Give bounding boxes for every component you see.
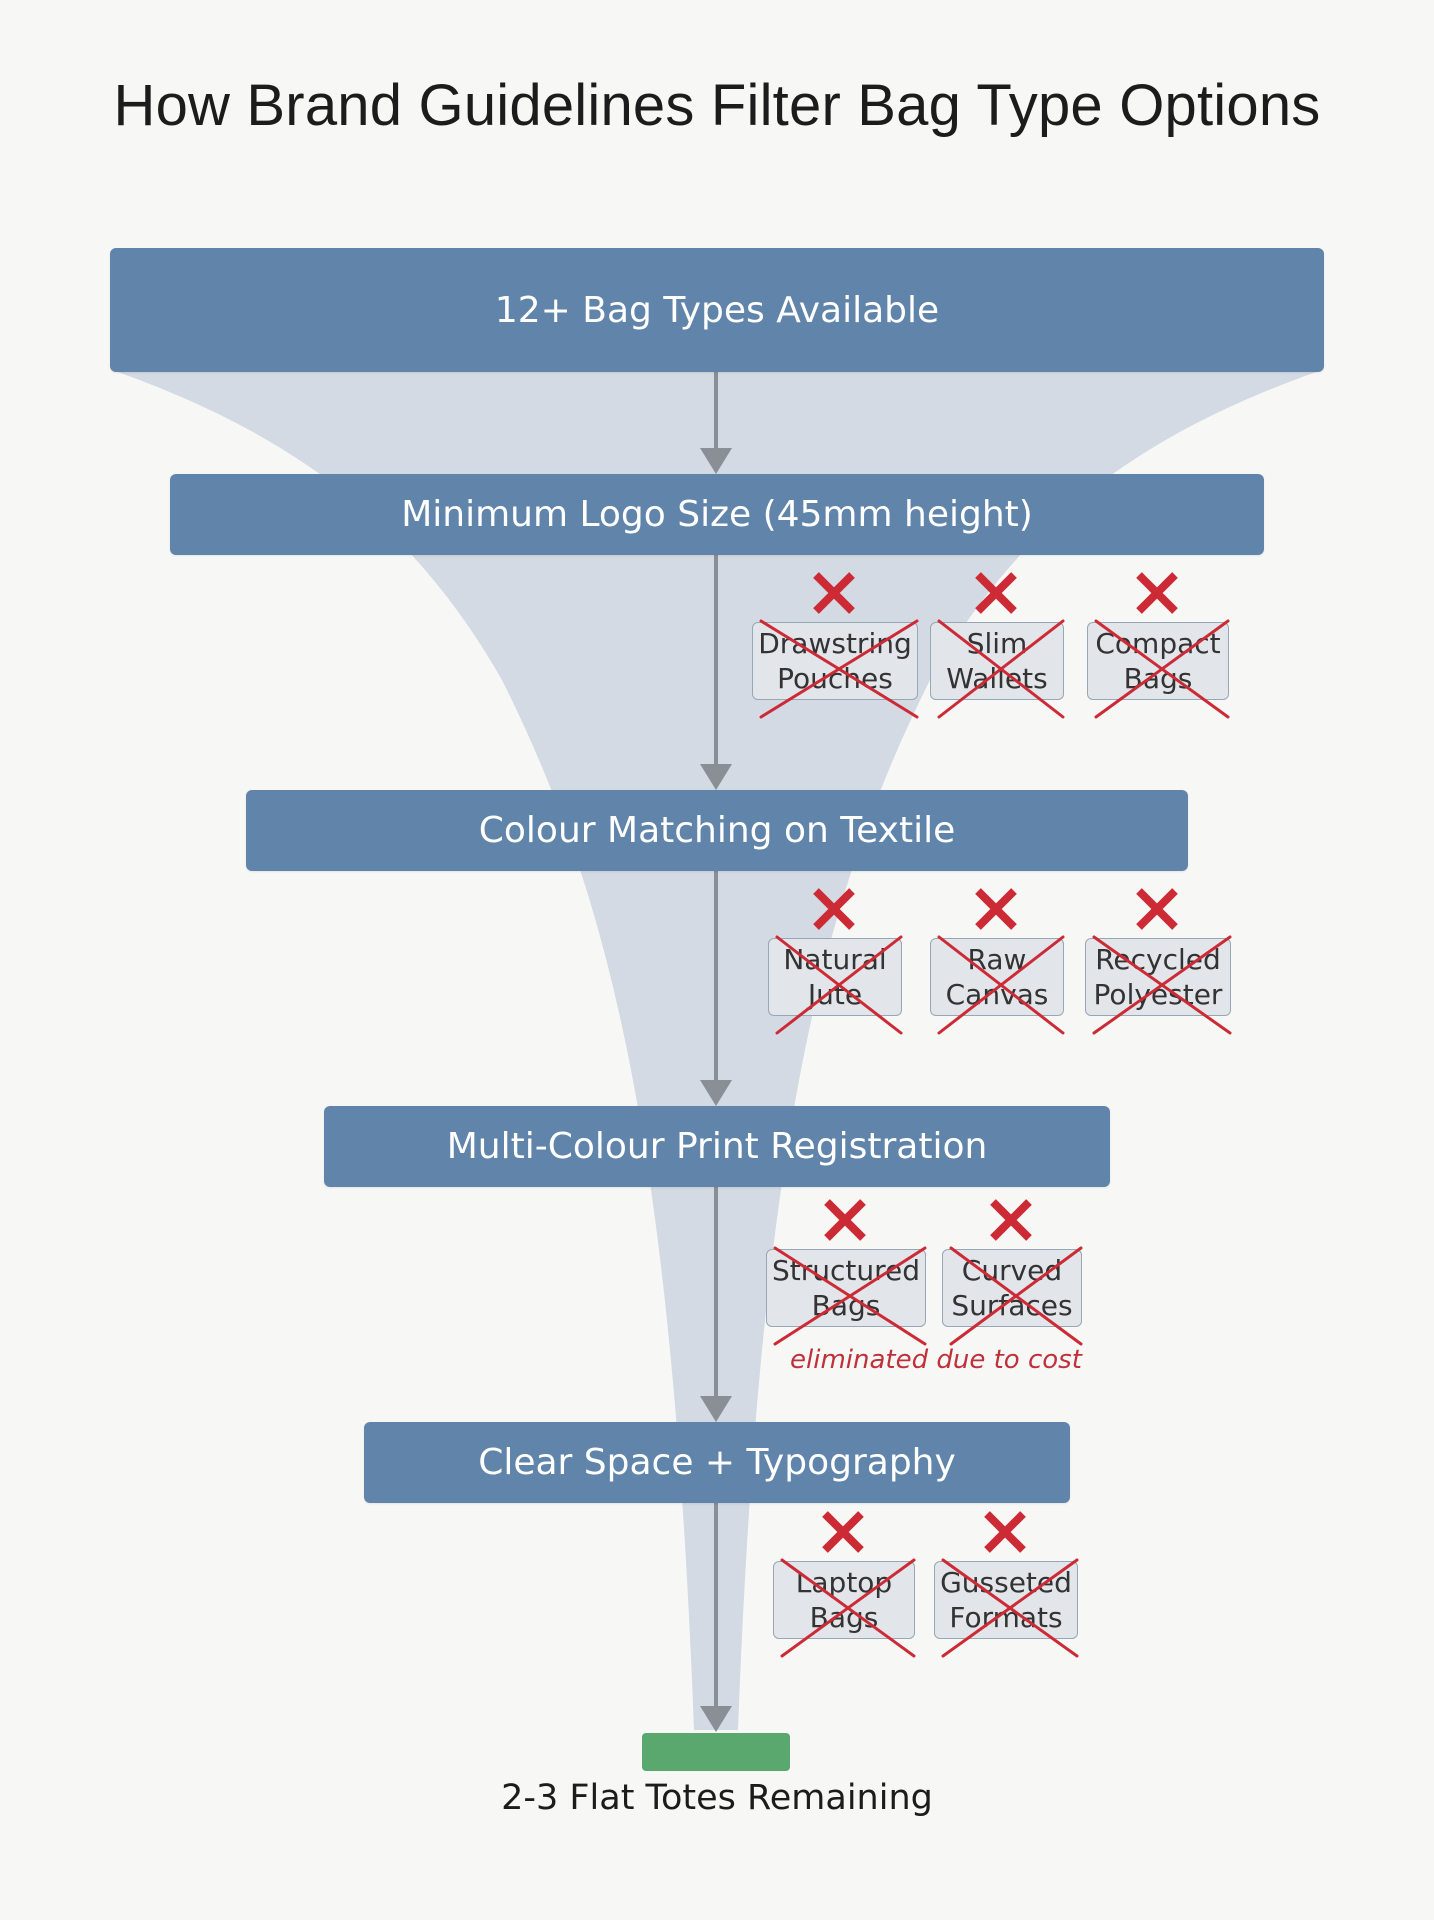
- strike-through-icon: [1094, 619, 1230, 719]
- x-mark-icon: [990, 1199, 1032, 1241]
- arrow-5-head: [700, 1706, 732, 1732]
- strike-through-icon: [941, 1558, 1079, 1658]
- x-mark-icon: [975, 888, 1017, 930]
- x-mark-icon: [813, 572, 855, 614]
- x-mark-icon: [813, 888, 855, 930]
- eliminated-option-line: Compact: [1095, 627, 1221, 660]
- result-box: [642, 1733, 790, 1771]
- arrow-2-head: [700, 764, 732, 790]
- stage-2: Colour Matching on Textile: [246, 790, 1188, 871]
- eliminated-option-line: Curved: [961, 1254, 1063, 1287]
- strike-through-icon: [775, 935, 903, 1035]
- x-mark-icon: [1136, 572, 1178, 614]
- eliminated-option-line: Structured: [771, 1254, 921, 1287]
- stage-1: Minimum Logo Size (45mm height): [170, 474, 1264, 555]
- strike-through-icon: [949, 1246, 1083, 1346]
- strike-through-icon: [759, 619, 919, 719]
- strike-through-icon: [937, 935, 1065, 1035]
- x-mark-icon: [1136, 888, 1178, 930]
- eliminated-option-line: Gusseted: [940, 1566, 1072, 1599]
- arrow-3-head: [700, 1080, 732, 1106]
- stage-0: 12+ Bag Types Available: [110, 248, 1324, 372]
- strike-through-icon: [773, 1246, 927, 1346]
- x-mark-icon: [984, 1511, 1026, 1553]
- arrow-4-head: [700, 1396, 732, 1422]
- stage-3: Multi-Colour Print Registration: [324, 1106, 1110, 1187]
- x-mark-icon: [824, 1199, 866, 1241]
- flow-arrows: [700, 372, 732, 1732]
- eliminated-option-line: Natural: [783, 943, 887, 976]
- strike-through-icon: [1092, 935, 1232, 1035]
- arrow-1-head: [700, 448, 732, 474]
- strike-through-icon: [780, 1558, 916, 1658]
- diagram-title: How Brand Guidelines Filter Bag Type Opt…: [113, 73, 1321, 138]
- result-label: 2-3 Flat Totes Remaining: [501, 1778, 933, 1818]
- eliminated-option-line: Slim: [966, 627, 1028, 660]
- cost-note: eliminated due to cost: [790, 1345, 1082, 1375]
- eliminated-option-line: Raw: [967, 943, 1027, 976]
- x-mark-icon: [822, 1511, 864, 1553]
- x-mark-icon: [975, 572, 1017, 614]
- strike-through-icon: [937, 619, 1065, 719]
- stage-4: Clear Space + Typography: [364, 1422, 1070, 1503]
- eliminated-option-line: Drawstring: [758, 627, 912, 660]
